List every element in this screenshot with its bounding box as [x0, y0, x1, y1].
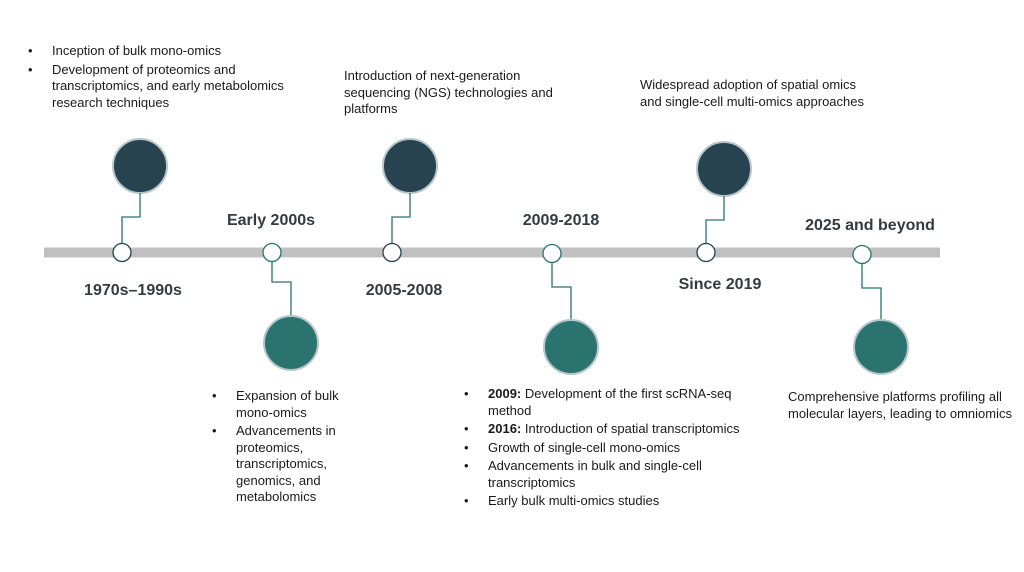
axis-dot-2005: [382, 242, 402, 263]
connector-2019: [705, 196, 725, 243]
big-node-2025: [853, 319, 909, 375]
description-item: Early bulk multi-omics studies: [462, 493, 762, 510]
big-node-2009: [543, 319, 599, 375]
description-item: Development of proteomics and transcript…: [26, 62, 326, 112]
marker-2009: [542, 243, 599, 375]
period-label-2019: Since 2019: [678, 276, 762, 293]
connector-2009: [551, 263, 572, 320]
description-item: Inception of bulk mono-omics: [26, 43, 326, 60]
description-item: 2009: Development of the first scRNA-seq…: [462, 386, 762, 419]
period-label-early2000s: Early 2000s: [226, 212, 316, 229]
marker-2025: [852, 244, 909, 375]
marker-2019: [696, 141, 752, 263]
big-node-early2000s: [263, 315, 319, 371]
description-2005: Introduction of next-generation sequenci…: [344, 68, 553, 116]
big-node-1970s: [112, 138, 168, 194]
connector-2005: [391, 193, 411, 243]
description-2019: Widespread adoption of spatial omics and…: [640, 77, 864, 109]
timeline-axis: [44, 247, 940, 258]
description-early2000s: Expansion of bulk mono-omics Advancement…: [210, 388, 370, 508]
description-item: Advancements in proteomics, transcriptom…: [210, 423, 370, 506]
axis-dot-2019: [696, 242, 716, 263]
connector-early2000s: [271, 262, 292, 316]
marker-2005: [382, 138, 438, 263]
connector-1970s: [121, 193, 141, 243]
period-label-2009: 2009-2018: [522, 212, 600, 229]
axis-dot-early2000s: [262, 242, 282, 263]
description-1970s: Inception of bulk mono-omics Development…: [26, 43, 326, 113]
axis-dot-2009: [542, 243, 562, 264]
period-label-2005: 2005-2008: [365, 282, 443, 299]
big-node-2019: [696, 141, 752, 197]
axis-dot-2025: [852, 244, 872, 265]
description-item: 2016: Introduction of spatial transcript…: [462, 421, 762, 438]
description-item: Advancements in bulk and single-cell tra…: [462, 458, 762, 491]
marker-early2000s: [262, 242, 319, 371]
marker-1970s: [112, 138, 168, 263]
description-item: Expansion of bulk mono-omics: [210, 388, 370, 421]
description-2025: Comprehensive platforms profiling all mo…: [788, 389, 1012, 421]
axis-dot-1970s: [112, 242, 132, 263]
description-2009: 2009: Development of the first scRNA-seq…: [462, 386, 762, 512]
connector-2025: [861, 264, 882, 320]
period-label-2025: 2025 and beyond: [805, 217, 935, 234]
big-node-2005: [382, 138, 438, 194]
period-label-1970s: 1970s–1990s: [84, 282, 182, 299]
description-item: Growth of single-cell mono-omics: [462, 440, 762, 457]
